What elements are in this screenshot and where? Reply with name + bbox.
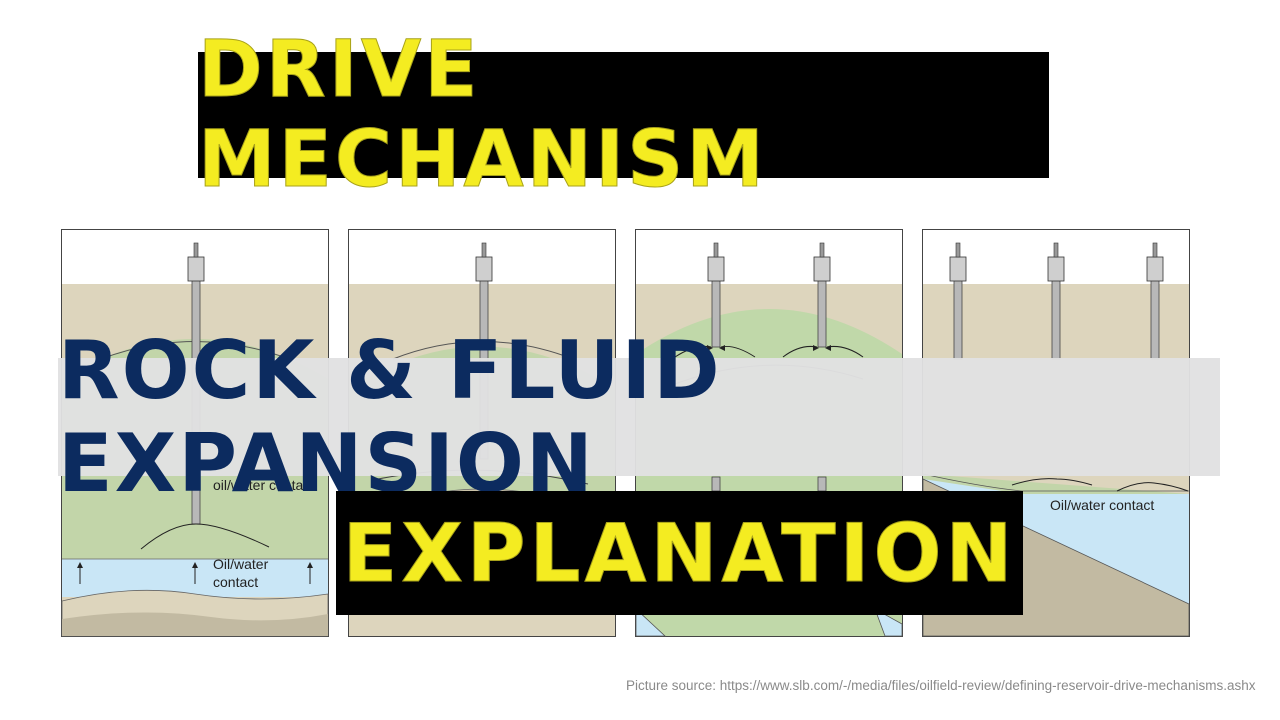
subtitle-banner: ROCK & FLUID EXPANSION — [58, 324, 1220, 510]
oil-water-contact-label-panel4: Oil/water contact — [1050, 497, 1154, 513]
oil-water-contact-label-lower-2: contact — [213, 574, 258, 590]
subtitle-text: ROCK & FLUID EXPANSION — [58, 324, 722, 510]
explanation-banner: EXPLANATION — [336, 491, 1023, 615]
picture-source-caption: Picture source: https://www.slb.com/-/me… — [626, 678, 1256, 693]
oil-water-contact-label-lower-1: Oil/water — [213, 556, 269, 572]
title-banner: DRIVE MECHANISM — [198, 25, 1049, 206]
diagram-panel-1: oil/water contact Oil/water contact — [61, 229, 329, 637]
oil-water-contact-label-upper: oil/water contact — [213, 477, 314, 493]
explanation-text: EXPLANATION — [342, 506, 1017, 600]
page-title: DRIVE MECHANISM — [198, 25, 767, 206]
